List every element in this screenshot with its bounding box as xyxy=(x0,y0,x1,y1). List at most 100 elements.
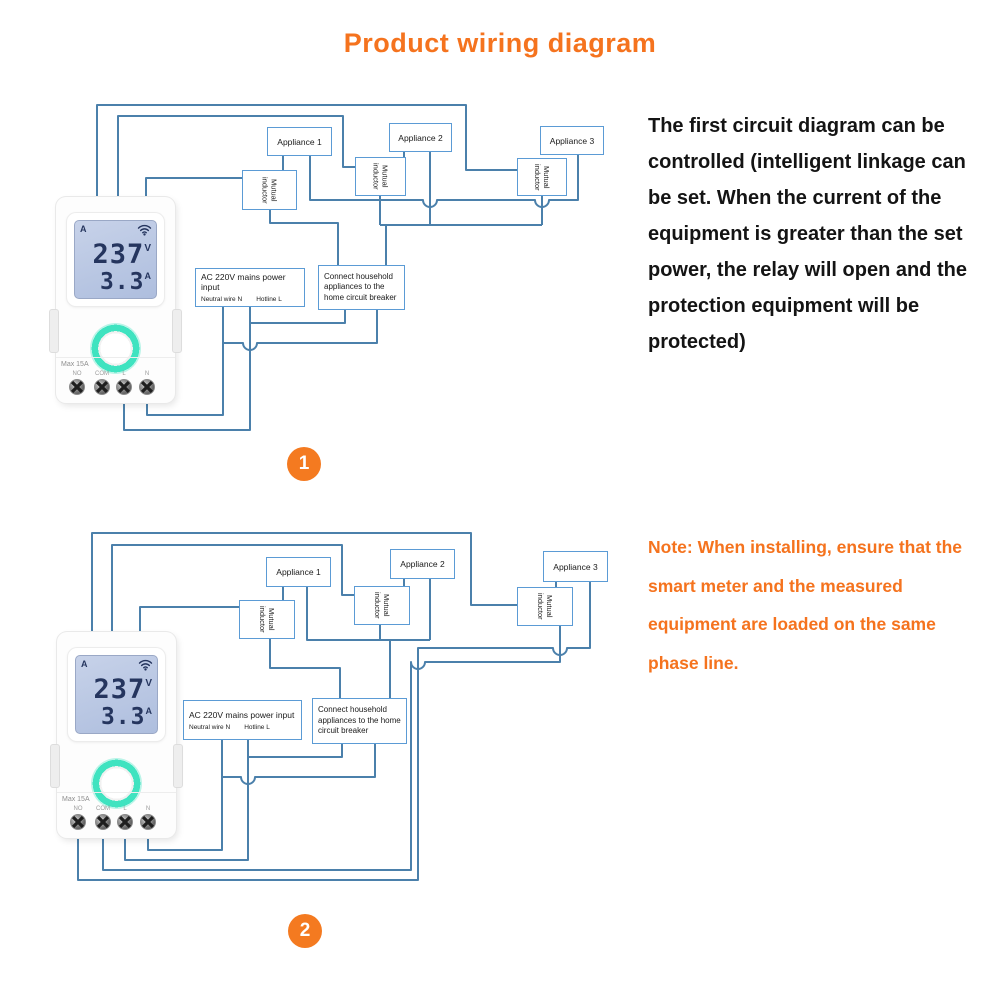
lcd-display: A 237V 3.3A xyxy=(75,655,158,734)
power-button xyxy=(90,323,141,374)
terminal-screw xyxy=(117,814,133,830)
neutral-wire-label: Neutral wire N xyxy=(201,296,243,303)
wire-segment xyxy=(96,104,517,200)
appliance-1-label: Appliance 1 xyxy=(277,136,322,147)
appliance-2-label: Appliance 2 xyxy=(398,132,443,143)
lcd-bezel: A 237V 3.3A xyxy=(68,648,165,741)
mutual-inductor-box: Mutual inductor xyxy=(239,600,295,639)
mutual-inductor-label: Mutual inductor xyxy=(258,606,276,633)
wire-segment xyxy=(124,740,249,861)
current-value: 3.3 xyxy=(99,269,145,295)
voltage-value: 237 xyxy=(93,674,146,705)
panel-seam xyxy=(57,792,176,793)
max-rating-label: Max 15A xyxy=(62,796,90,803)
appliance-1-box: Appliance 1 xyxy=(266,557,331,587)
appliance-3-label: Appliance 3 xyxy=(553,561,598,572)
description-text: The first circuit diagram can be control… xyxy=(648,115,967,353)
mutual-inductor-box: Mutual inductor xyxy=(242,170,297,210)
appliance-3-label: Appliance 3 xyxy=(549,135,595,146)
voltage-value: 237 xyxy=(92,239,145,270)
terminal-no: NO xyxy=(64,371,90,395)
mutual-inductor-box: Mutual inductor xyxy=(355,157,406,196)
terminal-n: N xyxy=(135,806,161,830)
mutual-inductor-label: Mutual inductor xyxy=(260,176,279,204)
wire-segment xyxy=(123,307,251,431)
wire-segment xyxy=(111,544,354,640)
appliance-2-box: Appliance 2 xyxy=(389,123,452,152)
breaker-box-label: Connect household appliances to the home… xyxy=(318,705,401,736)
wire-segment xyxy=(139,606,239,640)
appliance-3-box: Appliance 3 xyxy=(540,126,604,155)
breaker-box-label: Connect household appliances to the home… xyxy=(324,271,397,302)
wifi-icon xyxy=(137,224,152,236)
terminal-screw xyxy=(139,379,155,395)
smart-meter-device: A 237V 3.3A Max 15A NO COM L N xyxy=(50,632,183,838)
terminal-com: COM xyxy=(90,806,116,830)
terminal-l: L xyxy=(112,806,138,830)
note-text: Note: When installing, ensure that the s… xyxy=(648,537,963,673)
terminal-n: N xyxy=(134,371,160,395)
wire-segment xyxy=(248,744,343,758)
wire-segment xyxy=(147,740,223,851)
voltage-unit: V xyxy=(144,243,152,254)
hotline-label: Hotline L xyxy=(244,723,270,731)
breaker-box: Connect household appliances to the home… xyxy=(312,698,407,744)
wire-segment xyxy=(91,532,517,640)
wire-segment xyxy=(145,177,242,200)
din-clip xyxy=(172,309,182,353)
din-clip xyxy=(173,744,183,788)
terminal-screw xyxy=(116,379,132,395)
terminal-no: NO xyxy=(65,806,91,830)
wire-segment xyxy=(223,310,378,351)
mutual-inductor-box: Mutual inductor xyxy=(517,587,573,626)
appliance-2-label: Appliance 2 xyxy=(400,559,445,569)
mutual-inductor-label: Mutual inductor xyxy=(536,593,554,620)
current-value: 3.3 xyxy=(100,704,146,730)
power-button xyxy=(91,758,142,809)
current-unit: A xyxy=(144,271,152,281)
breaker-box: Connect household appliances to the home… xyxy=(318,265,405,310)
mode-indicator: A xyxy=(81,659,88,669)
wire-segment xyxy=(250,310,346,324)
max-rating-label: Max 15A xyxy=(61,361,89,368)
wire-segment xyxy=(102,626,561,871)
terminal-l: L xyxy=(111,371,137,395)
power-input-title: AC 220V mains power input xyxy=(189,709,295,720)
wire-segment xyxy=(77,582,591,881)
voltage-unit: V xyxy=(145,678,153,689)
step-badge-2: 2 xyxy=(288,914,322,948)
step-number: 1 xyxy=(298,453,310,474)
wifi-icon xyxy=(138,659,153,671)
terminal-screw xyxy=(95,814,111,830)
mutual-inductor-label: Mutual inductor xyxy=(533,163,551,191)
panel-seam xyxy=(56,357,175,358)
hotline-label: Hotline L xyxy=(256,296,282,303)
power-input-box: AC 220V mains power input Neutral wire N… xyxy=(195,268,305,307)
step-number: 2 xyxy=(299,920,311,941)
lcd-bezel: A 237V 3.3A xyxy=(67,213,164,306)
wire-segment xyxy=(222,744,376,785)
wire-segment xyxy=(146,307,224,416)
neutral-wire-label: Neutral wire N xyxy=(189,723,231,731)
wire-segment xyxy=(269,210,339,265)
mutual-inductor-label: Mutual inductor xyxy=(373,592,391,619)
appliance-1-label: Appliance 1 xyxy=(276,567,321,577)
mutual-inductor-box: Mutual inductor xyxy=(354,586,410,625)
terminal-com: COM xyxy=(89,371,115,395)
mutual-inductor-label: Mutual inductor xyxy=(371,163,390,190)
page-title: Product wiring diagram xyxy=(343,28,657,58)
smart-meter-device: A 237V 3.3A Max 15A NO COM L N xyxy=(49,197,182,403)
din-clip xyxy=(49,309,59,353)
mode-indicator: A xyxy=(80,224,87,234)
terminal-screw xyxy=(94,379,110,395)
terminal-screw xyxy=(140,814,156,830)
appliance-3-box: Appliance 3 xyxy=(543,551,608,582)
current-unit: A xyxy=(145,706,153,716)
step-badge-1: 1 xyxy=(287,447,321,481)
lcd-display: A 237V 3.3A xyxy=(74,220,157,299)
power-input-title: AC 220V mains power input xyxy=(201,272,286,292)
power-input-box: AC 220V mains power input Neutral wire N… xyxy=(183,700,302,740)
din-clip xyxy=(50,744,60,788)
wire-segment xyxy=(269,639,341,698)
